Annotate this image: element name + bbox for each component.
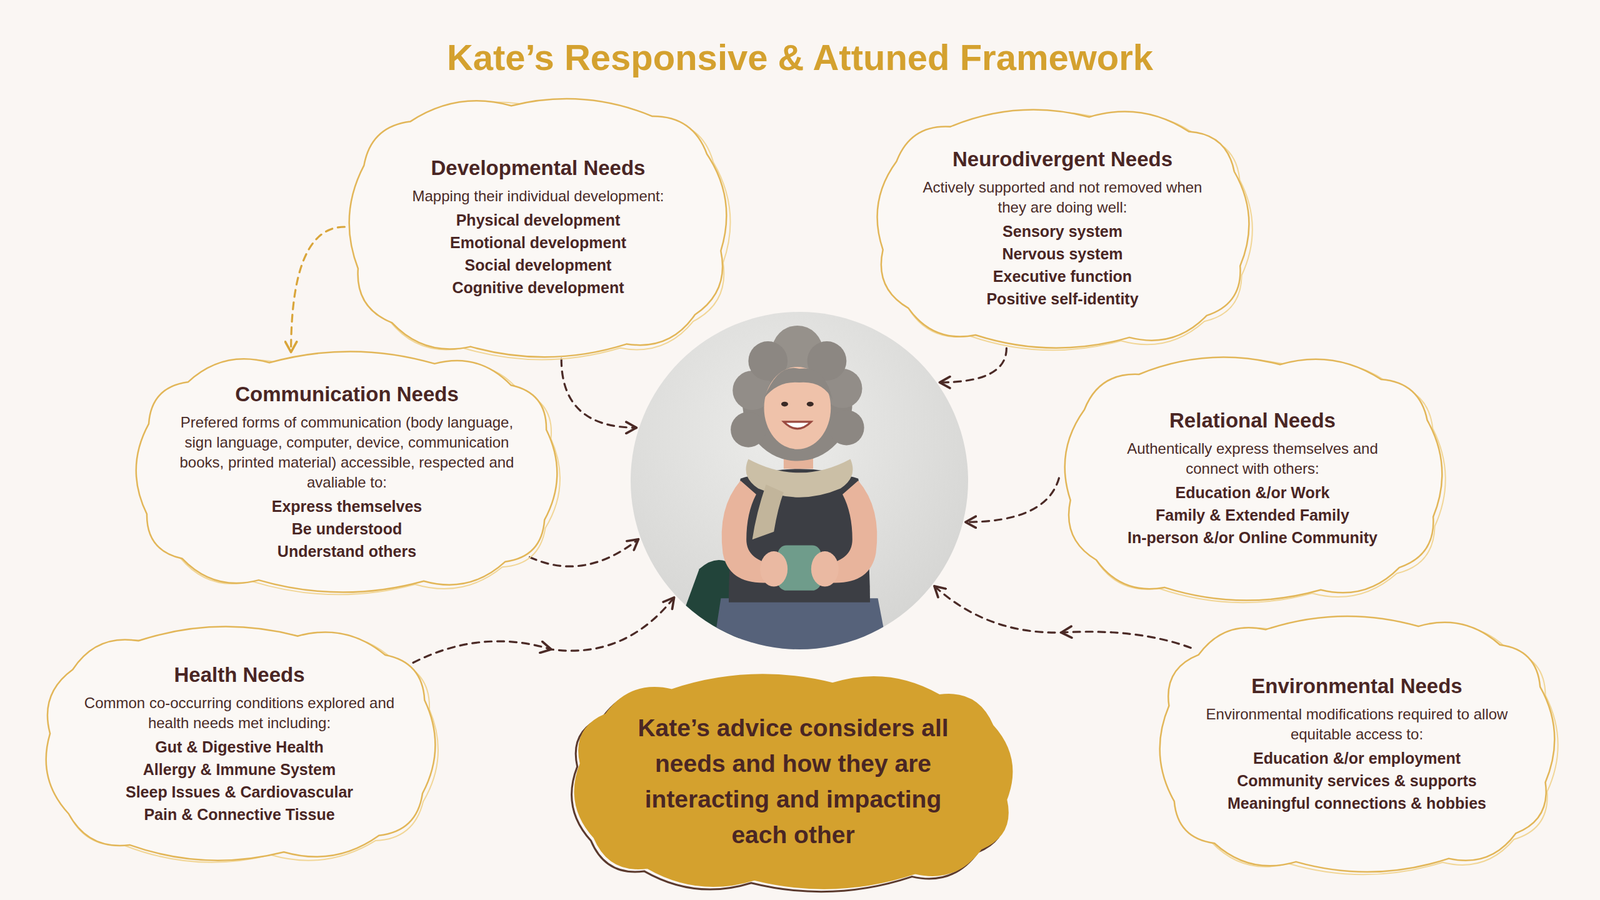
cloud-line (46, 626, 436, 861)
cloud-line (1064, 357, 1442, 601)
node-text: Relational NeedsAuthentically express th… (1099, 407, 1406, 549)
node-heading: Developmental Needs (381, 155, 695, 182)
dashed-connector (934, 586, 1191, 649)
portrait-illustration (630, 311, 969, 650)
need-item: Cognitive development (381, 276, 695, 299)
dashed-connector (965, 478, 1060, 522)
node-text: Environmental NeedsEnvironmental modific… (1200, 673, 1514, 815)
skirt (713, 598, 888, 650)
need-item: Executive function (912, 265, 1213, 288)
photo-circle (630, 311, 969, 650)
need-item: Family & Extended Family (1099, 503, 1406, 527)
cloud-line (877, 109, 1250, 348)
need-item: Nervous system (912, 242, 1213, 265)
node-description: Common co-occurring conditions explored … (76, 693, 402, 734)
cloud-outline (566, 669, 1021, 894)
need-item: Sleep Issues & Cardiovascular (76, 780, 402, 804)
node-description: Actively supported and not removed when … (912, 177, 1213, 218)
advice-text: Kate’s advice considers all needs and ho… (618, 710, 969, 853)
node-heading: Relational Needs (1099, 407, 1406, 434)
dashed-connector (561, 358, 637, 428)
diagram-title: Kate’s Responsive & Attuned Framework (0, 32, 1600, 83)
dashed-connector (530, 539, 639, 567)
needs-cloud: Environmental NeedsEnvironmental modific… (1153, 611, 1562, 877)
node-text: Health NeedsCommon co-occurring conditio… (76, 661, 402, 826)
eye (806, 401, 814, 407)
hair-curl (828, 410, 865, 446)
fringe (763, 368, 833, 401)
cloud-line (136, 351, 558, 592)
needs-cloud: Health NeedsCommon co-occurring conditio… (36, 621, 443, 867)
node-description: Prefered forms of communication (body la… (171, 412, 522, 493)
hair-curl (730, 411, 767, 448)
need-item: Understand others (171, 540, 522, 563)
scarf (746, 458, 854, 497)
cloud-outline (1153, 611, 1562, 877)
node-heading: Environmental Needs (1200, 673, 1514, 700)
eye (781, 401, 789, 407)
node-text: Neurodivergent NeedsActively supported a… (912, 146, 1213, 310)
need-item: Be understood (171, 517, 522, 540)
node-text: Developmental NeedsMapping their individ… (381, 155, 695, 299)
portrait (630, 311, 969, 650)
photo-background (630, 311, 969, 650)
cloud-outline (1056, 350, 1450, 606)
smile (783, 421, 812, 429)
cloud-line (1159, 615, 1555, 872)
needs-cloud: Relational NeedsAuthentically express th… (1056, 350, 1450, 606)
hand (760, 551, 788, 587)
need-item: Gut & Digestive Health (76, 735, 402, 759)
node-text: Kate’s advice considers all needs and ho… (618, 710, 969, 853)
node-heading: Health Needs (76, 661, 402, 689)
need-item: Physical development (381, 208, 695, 232)
node-heading: Communication Needs (171, 381, 522, 408)
need-item: Education &/or employment (1200, 746, 1514, 770)
cloud-line (348, 98, 727, 357)
cloud-fill (574, 674, 1012, 889)
dashed-connector (413, 597, 675, 663)
advice-cloud: Kate’s advice considers all needs and ho… (566, 669, 1021, 894)
needs-cloud: Neurodivergent NeedsActively supported a… (868, 103, 1257, 354)
need-item: Allergy & Immune System (76, 758, 402, 781)
need-item: Positive self-identity (912, 287, 1213, 310)
need-item: Meaningful connections & hobbies (1200, 791, 1514, 815)
scarf-tail (752, 484, 784, 540)
dashed-connector (291, 226, 345, 352)
dashed-connector (939, 348, 1007, 383)
need-item: Social development (381, 253, 695, 277)
need-item: Education &/or Work (1099, 481, 1406, 504)
node-heading: Neurodivergent Needs (912, 146, 1213, 173)
need-item: Sensory system (912, 220, 1213, 243)
needs-cloud: Communication NeedsPrefered forms of com… (129, 346, 564, 597)
node-description: Authentically express themselves and con… (1099, 438, 1406, 479)
need-item: Pain & Connective Tissue (76, 803, 402, 826)
node-text: Communication NeedsPrefered forms of com… (171, 381, 522, 563)
need-item: Community services & supports (1200, 769, 1514, 792)
need-item: In-person &/or Online Community (1099, 526, 1406, 549)
hand (811, 551, 839, 587)
need-item: Emotional development (381, 231, 695, 254)
need-item: Express themselves (171, 495, 522, 518)
node-description: Mapping their individual development: (381, 186, 695, 207)
needs-cloud: Developmental NeedsMapping their individ… (341, 91, 735, 363)
node-description: Environmental modifications required to … (1200, 704, 1514, 745)
